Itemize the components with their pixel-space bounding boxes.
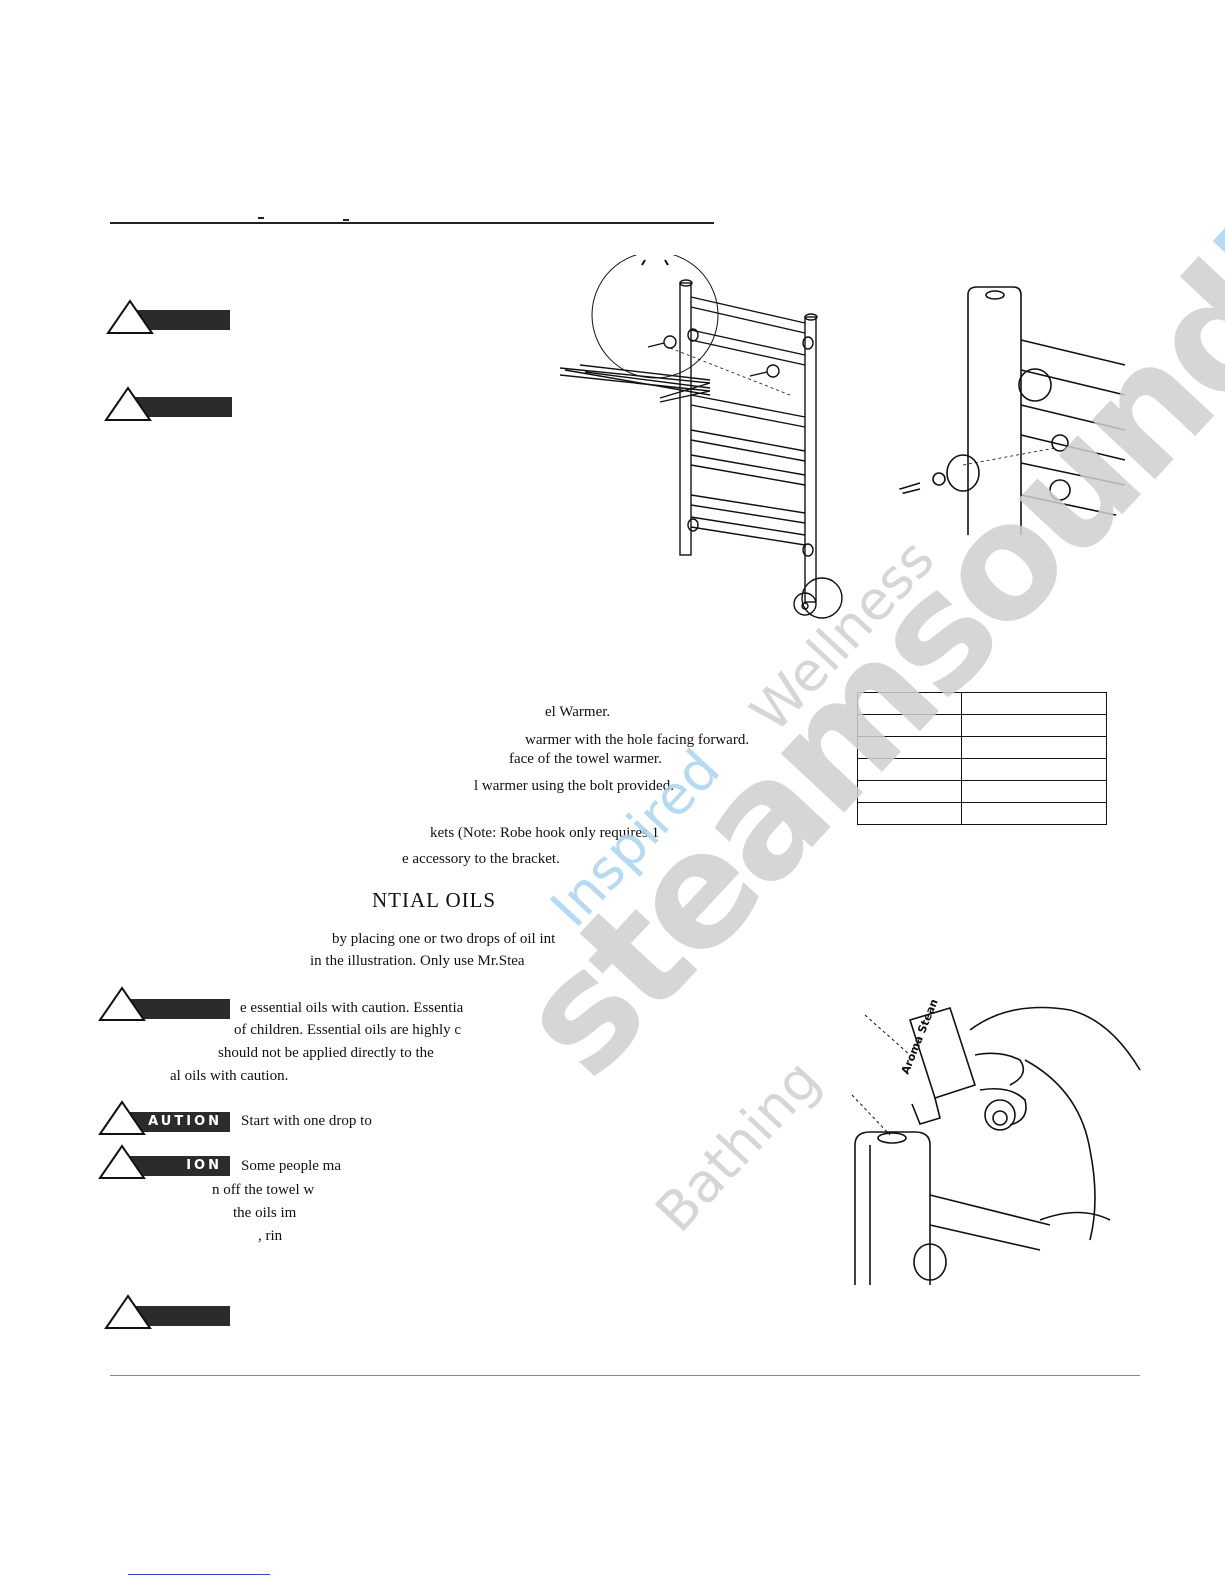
table-cell: [857, 802, 962, 825]
oil-drop-illustration: Aroma Steam: [850, 1000, 1160, 1295]
oils-intro-line: by placing one or two drops of oil int: [332, 931, 556, 947]
towel-warmer-assembly-illustration: [560, 255, 843, 619]
section-heading: NTIAL OILS: [372, 888, 497, 912]
install-step: kets (Note: Robe hook only requires 1: [430, 825, 660, 841]
caution-text: Start with one drop to: [241, 1113, 372, 1129]
oils-intro-line: in the illustration. Only use Mr.Stea: [310, 953, 525, 969]
warning-label: [122, 999, 230, 1019]
table-cell: [961, 802, 1107, 825]
bracket-closeup-illustration: [870, 286, 1126, 535]
table-cell: [857, 780, 962, 803]
warning-label: [128, 1306, 230, 1326]
table-cell: [857, 736, 962, 759]
table-cell: [961, 692, 1107, 715]
table-row: [857, 736, 1107, 759]
table-row: [857, 802, 1107, 825]
oils-warning-line: al oils with caution.: [170, 1068, 289, 1084]
oils-warning-line: of children. Essential oils are highly c: [234, 1022, 462, 1038]
warning-triangle-icon: [104, 386, 152, 421]
warning-label: [130, 310, 230, 330]
table-cell: [857, 714, 962, 737]
table-cell: [857, 692, 962, 715]
table-row: [857, 780, 1107, 803]
warning-triangle-icon: [98, 1100, 146, 1135]
hand-bottle-icon: Aroma Steam: [851, 1000, 1141, 1285]
caution2-line: the oils im: [233, 1205, 297, 1221]
table-row: [857, 758, 1107, 781]
table-cell: [961, 758, 1107, 781]
table-cell: [961, 780, 1107, 803]
table-row: [857, 692, 1107, 715]
caution-label: ION: [122, 1156, 230, 1176]
warning-triangle-icon: [106, 299, 154, 334]
section-rule-tick: [258, 217, 264, 219]
warning-triangle-icon: [104, 1294, 152, 1329]
install-step: l warmer using the bolt provided.: [474, 778, 674, 794]
install-step: el Warmer.: [545, 704, 611, 720]
install-step: e accessory to the bracket.: [402, 851, 560, 867]
table-cell: [961, 736, 1107, 759]
warning-label: [130, 397, 232, 417]
table-row: [857, 714, 1107, 737]
warning-triangle-icon: [98, 1144, 146, 1179]
oils-warning-line: e essential oils with caution. Essentia: [240, 1000, 464, 1016]
table-cell: [857, 758, 962, 781]
caution2-line: Some people ma: [241, 1158, 341, 1174]
footer-rule: [110, 1375, 1140, 1376]
install-step: face of the towel warmer.: [509, 751, 662, 767]
table-cell: [961, 714, 1107, 737]
oils-warning-line: should not be applied directly to the: [218, 1045, 434, 1061]
bottle-label: Aroma Steam: [899, 1000, 942, 1076]
caution2-line: n off the towel w: [212, 1182, 315, 1198]
spec-table: [857, 692, 1107, 825]
watermark-tagline: Bathing: [643, 1048, 832, 1244]
section-rule: [110, 222, 714, 224]
caution-label: AUTION: [122, 1112, 230, 1132]
warning-triangle-icon: [98, 986, 146, 1021]
footer-link-underline[interactable]: [128, 1574, 270, 1575]
install-step: warmer with the hole facing forward.: [525, 732, 750, 748]
caution2-line: , rin: [258, 1228, 283, 1244]
section-rule-tick: [343, 219, 349, 221]
